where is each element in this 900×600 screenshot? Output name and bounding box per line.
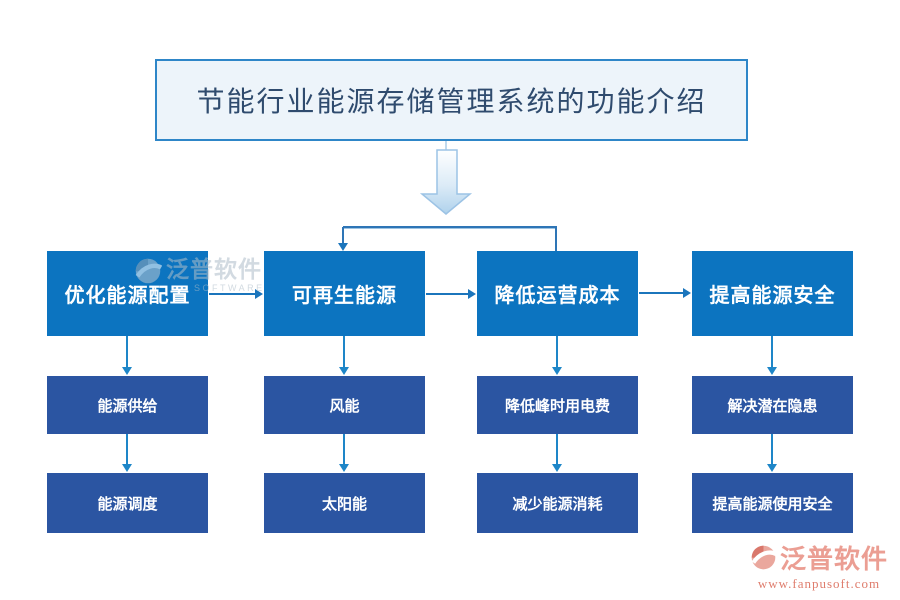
sub-box-reduce-peak-electricity-fee: 降低峰时用电费 — [477, 376, 638, 434]
arrow-col1-main-to-sub1 — [122, 336, 132, 375]
fanpu-logo-icon — [750, 544, 778, 575]
branch-line-to-reduce-cost — [555, 227, 557, 251]
main-box-reduce-operating-cost: 降低运营成本 — [477, 251, 638, 336]
arrow-col4-main-to-sub1 — [767, 336, 777, 375]
arrow-col4-sub1-to-sub2 — [767, 434, 777, 472]
branch-connector-line — [343, 226, 557, 229]
arrow-col2-sub1-to-sub2 — [339, 434, 349, 472]
footer-url-text: www.fanpusoft.com — [757, 576, 881, 591]
arrow-col1-sub1-to-sub2 — [122, 434, 132, 472]
main-box-improve-energy-security: 提高能源安全 — [692, 251, 853, 336]
arrow-col1-to-col2 — [209, 289, 263, 299]
arrow-col3-main-to-sub1 — [552, 336, 562, 375]
arrow-col3-to-col4 — [639, 288, 691, 298]
main-box-renewable-energy: 可再生能源 — [264, 251, 425, 336]
big-down-arrow-icon — [394, 149, 498, 221]
sub-box-solar-energy: 太阳能 — [264, 473, 425, 533]
sub-box-energy-supply: 能源供给 — [47, 376, 208, 434]
title-connector-line — [445, 141, 447, 151]
sub-box-improve-energy-use-safety: 提高能源使用安全 — [692, 473, 853, 533]
sub-box-wind-energy: 风能 — [264, 376, 425, 434]
page-title: 节能行业能源存储管理系统的功能介绍 — [155, 59, 748, 141]
branch-arrow-to-renewable-energy — [338, 227, 348, 251]
arrow-col3-sub1-to-sub2 — [552, 434, 562, 472]
sub-box-energy-dispatch: 能源调度 — [47, 473, 208, 533]
main-box-optimize-energy-allocation: 优化能源配置 — [47, 251, 208, 336]
footer-brand-text: 泛普软件 — [779, 544, 888, 575]
arrow-col2-to-col3 — [426, 289, 476, 299]
sub-box-resolve-potential-hazards: 解决潜在隐患 — [692, 376, 853, 434]
footer-brand: 泛普软件 www.fanpusoft.com — [750, 544, 888, 592]
arrow-col2-main-to-sub1 — [339, 336, 349, 375]
sub-box-reduce-energy-consumption: 减少能源消耗 — [477, 473, 638, 533]
